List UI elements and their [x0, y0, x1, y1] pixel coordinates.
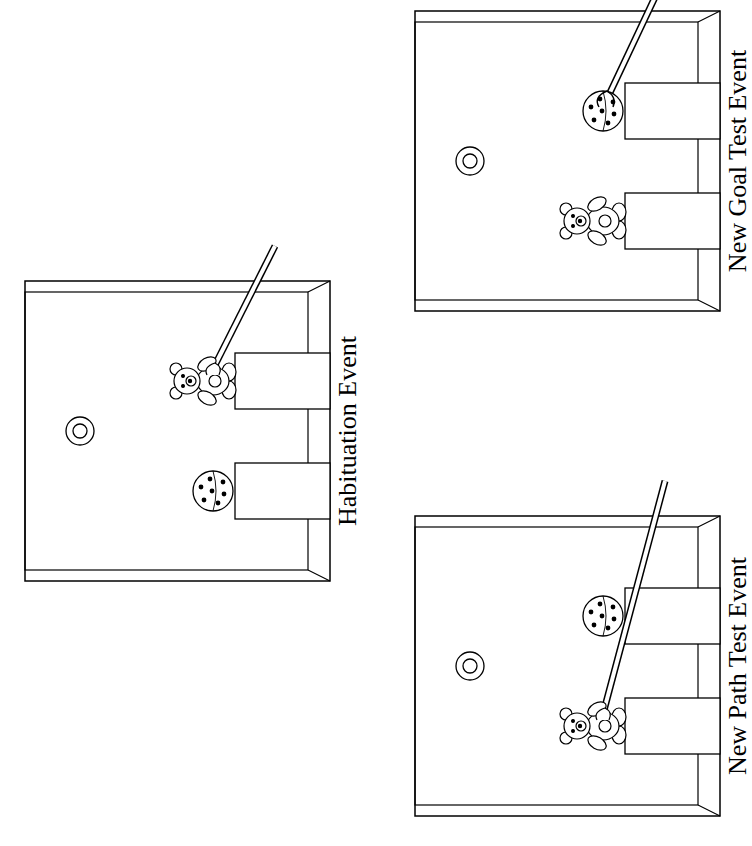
panel-caption: New Path Test Event: [724, 496, 752, 836]
scene-panel: Habituation Event: [25, 281, 330, 581]
panel-caption: New Goal Test Event: [724, 0, 752, 331]
bear-toy: [560, 194, 626, 248]
new-path-scene: [415, 481, 720, 816]
bear-toy: [560, 699, 626, 753]
stage-panel: [415, 516, 720, 816]
grasping-rod: [213, 246, 275, 369]
ball-toy: [193, 471, 233, 511]
ball-toy: [583, 596, 623, 636]
habituation-scene: [25, 246, 330, 581]
scene-panel: New Path Test Event: [415, 516, 720, 816]
rod-claw: [596, 708, 610, 720]
ball-toy: [583, 91, 623, 131]
grasping-rod: [603, 481, 665, 714]
grasping-rod: [607, 0, 665, 99]
stage-panel: [415, 11, 720, 311]
grasping-rod: [607, 0, 665, 99]
panel-caption: Habituation Event: [334, 261, 363, 601]
scene-panel: New Goal Test Event: [415, 11, 720, 311]
grasping-rod: [213, 246, 275, 369]
bear-toy: [170, 354, 236, 408]
rod-claw: [206, 363, 220, 375]
stage-panel: [25, 281, 330, 581]
grasping-rod: [603, 481, 665, 714]
rod-claw: [597, 91, 614, 107]
new-goal-scene: [415, 0, 720, 311]
